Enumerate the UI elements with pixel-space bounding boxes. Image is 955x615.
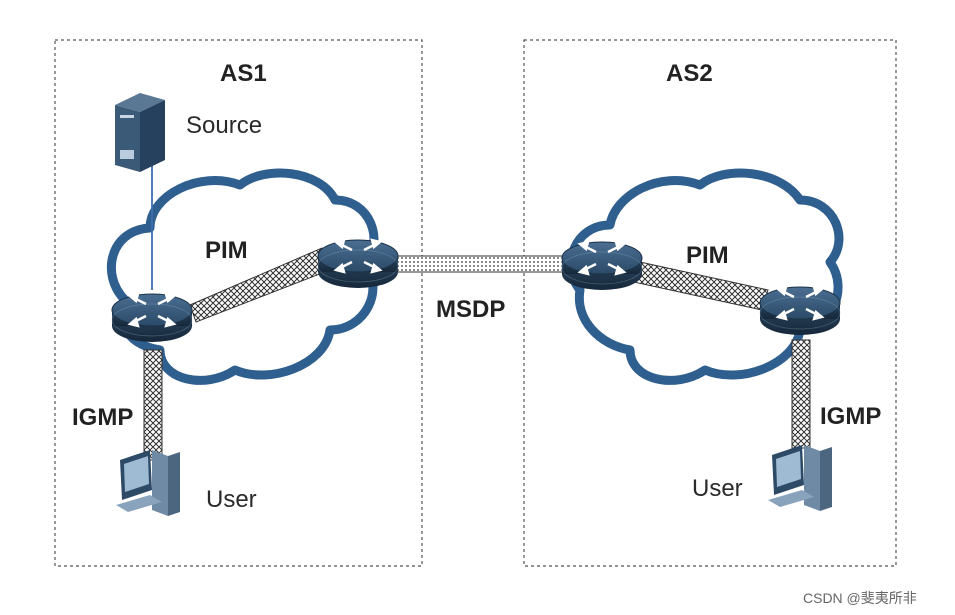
as1-boundary [54,39,423,567]
user-label-right: User [692,475,743,502]
user-label-left: User [206,486,257,513]
router-icon [316,238,400,290]
router-icon [560,240,644,292]
as1-label: AS1 [220,60,267,87]
igmp-label-right: IGMP [820,403,882,430]
router-icon [758,285,842,337]
as2-label: AS2 [666,60,713,87]
watermark: CSDN @斐夷所非 [803,590,917,606]
pc-icon [768,445,832,511]
msdp-link [395,255,565,273]
igmp-label-left: IGMP [72,404,134,431]
as2-boundary [523,39,897,567]
pim-label-right: PIM [686,242,729,269]
msdp-label: MSDP [436,296,506,323]
igmp-link-right [791,339,811,449]
igmp-link-left [143,349,163,461]
pim-label-left: PIM [205,237,248,264]
server-icon [115,93,165,172]
router-icon [110,292,194,344]
pc-icon [116,450,180,516]
source-label: Source [186,112,263,139]
